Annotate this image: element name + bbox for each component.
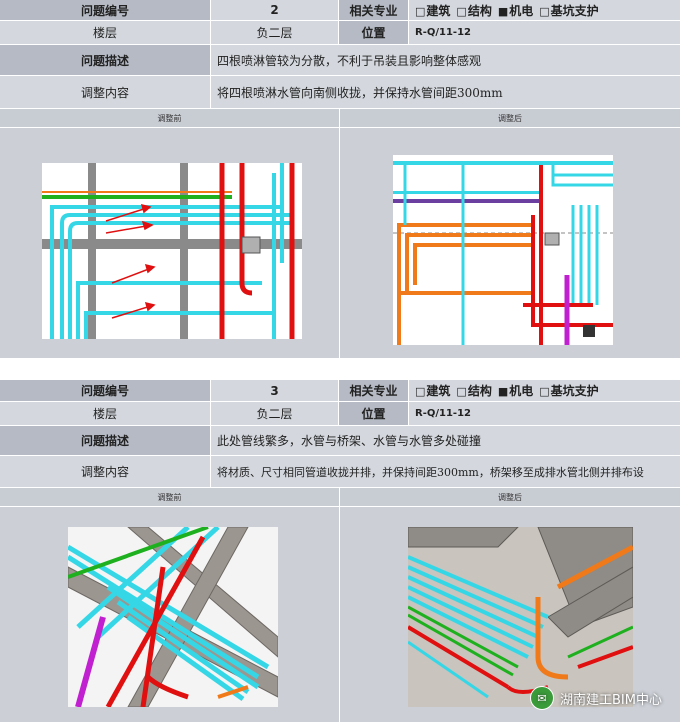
discipline-option: □结构 xyxy=(456,384,492,398)
location-value: R-Q/11-12 xyxy=(409,21,681,45)
floor-value: 负二层 xyxy=(211,21,339,45)
record-separator xyxy=(0,358,681,380)
location-label: 位置 xyxy=(339,21,409,45)
adjustment-label: 调整内容 xyxy=(0,76,211,109)
after-header: 调整后 xyxy=(340,109,681,128)
issue-record-1: 问题编号 2 相关专业 □建筑 □结构 ■机电 □基坑支护 楼层 负二层 位置 … xyxy=(0,0,681,358)
issue-record-2: 问题编号 3 相关专业 □建筑 □结构 ■机电 □基坑支护 楼层 负二层 位置 … xyxy=(0,380,681,722)
row-images: ✉ 湖南建工BIM中心 xyxy=(0,507,681,722)
row-floor: 楼层 负二层 位置 R-Q/11-12 xyxy=(0,402,681,426)
discipline-option: □建筑 xyxy=(415,3,451,18)
before-header: 调整前 xyxy=(0,109,340,128)
discipline-label: 相关专业 xyxy=(339,0,409,21)
watermark-text: 湖南建工BIM中心 xyxy=(560,692,662,708)
location-value: R-Q/11-12 xyxy=(409,402,681,426)
description-value: 此处管线繁多，水管与桥架、水管与水管多处碰撞 xyxy=(211,426,681,456)
after-plan-image xyxy=(393,155,613,345)
discipline-options: □建筑 □结构 ■机电 □基坑支护 xyxy=(409,380,681,402)
after-header: 调整后 xyxy=(340,488,681,507)
row-issue-no: 问题编号 3 相关专业 □建筑 □结构 ■机电 □基坑支护 xyxy=(0,380,681,402)
row-adjustment: 调整内容 将材质、尺寸相同管道收拢并排，并保持间距300mm，桥架移至成排水管北… xyxy=(0,456,681,488)
row-adjustment: 调整内容 将四根喷淋水管向南侧收拢，并保持水管间距300mm xyxy=(0,76,681,109)
discipline-option: □结构 xyxy=(456,3,492,18)
issue-no-value: 2 xyxy=(211,0,339,21)
discipline-option-checked: ■机电 xyxy=(497,384,534,398)
description-label: 问题描述 xyxy=(0,45,211,76)
row-images xyxy=(0,128,681,358)
before-3d-image xyxy=(68,527,278,707)
issue-no-label: 问题编号 xyxy=(0,380,211,402)
after-3d-image xyxy=(408,527,633,707)
row-floor: 楼层 负二层 位置 R-Q/11-12 xyxy=(0,21,681,45)
issue-no-value: 3 xyxy=(211,380,339,402)
discipline-option: □基坑支护 xyxy=(539,3,599,18)
after-panel xyxy=(340,128,681,358)
adjustment-label: 调整内容 xyxy=(0,456,211,488)
discipline-option: □基坑支护 xyxy=(539,384,599,398)
after-panel: ✉ 湖南建工BIM中心 xyxy=(340,507,681,722)
discipline-option: □建筑 xyxy=(415,384,451,398)
issue-no-label: 问题编号 xyxy=(0,0,211,21)
row-description: 问题描述 四根喷淋管较为分散，不利于吊装且影响整体感观 xyxy=(0,45,681,76)
row-description: 问题描述 此处管线繁多，水管与桥架、水管与水管多处碰撞 xyxy=(0,426,681,456)
adjustment-value: 将材质、尺寸相同管道收拢并排，并保持间距300mm，桥架移至成排水管北侧并排布设 xyxy=(211,456,681,488)
description-label: 问题描述 xyxy=(0,426,211,456)
before-header: 调整前 xyxy=(0,488,340,507)
row-image-headers: 调整前 调整后 xyxy=(0,109,681,128)
location-label: 位置 xyxy=(339,402,409,426)
discipline-label: 相关专业 xyxy=(339,380,409,402)
wechat-icon: ✉ xyxy=(530,686,555,710)
discipline-option-checked: ■机电 xyxy=(497,3,534,18)
before-plan-image xyxy=(42,163,302,339)
floor-value: 负二层 xyxy=(211,402,339,426)
before-panel xyxy=(0,128,340,358)
floor-label: 楼层 xyxy=(0,402,211,426)
adjustment-value: 将四根喷淋水管向南侧收拢，并保持水管间距300mm xyxy=(211,76,681,109)
discipline-options: □建筑 □结构 ■机电 □基坑支护 xyxy=(409,0,681,21)
row-image-headers: 调整前 调整后 xyxy=(0,488,681,507)
watermark: ✉ 湖南建工BIM中心 xyxy=(530,686,662,710)
row-issue-no: 问题编号 2 相关专业 □建筑 □结构 ■机电 □基坑支护 xyxy=(0,0,681,21)
before-panel xyxy=(0,507,340,722)
description-value: 四根喷淋管较为分散，不利于吊装且影响整体感观 xyxy=(211,45,681,76)
floor-label: 楼层 xyxy=(0,21,211,45)
